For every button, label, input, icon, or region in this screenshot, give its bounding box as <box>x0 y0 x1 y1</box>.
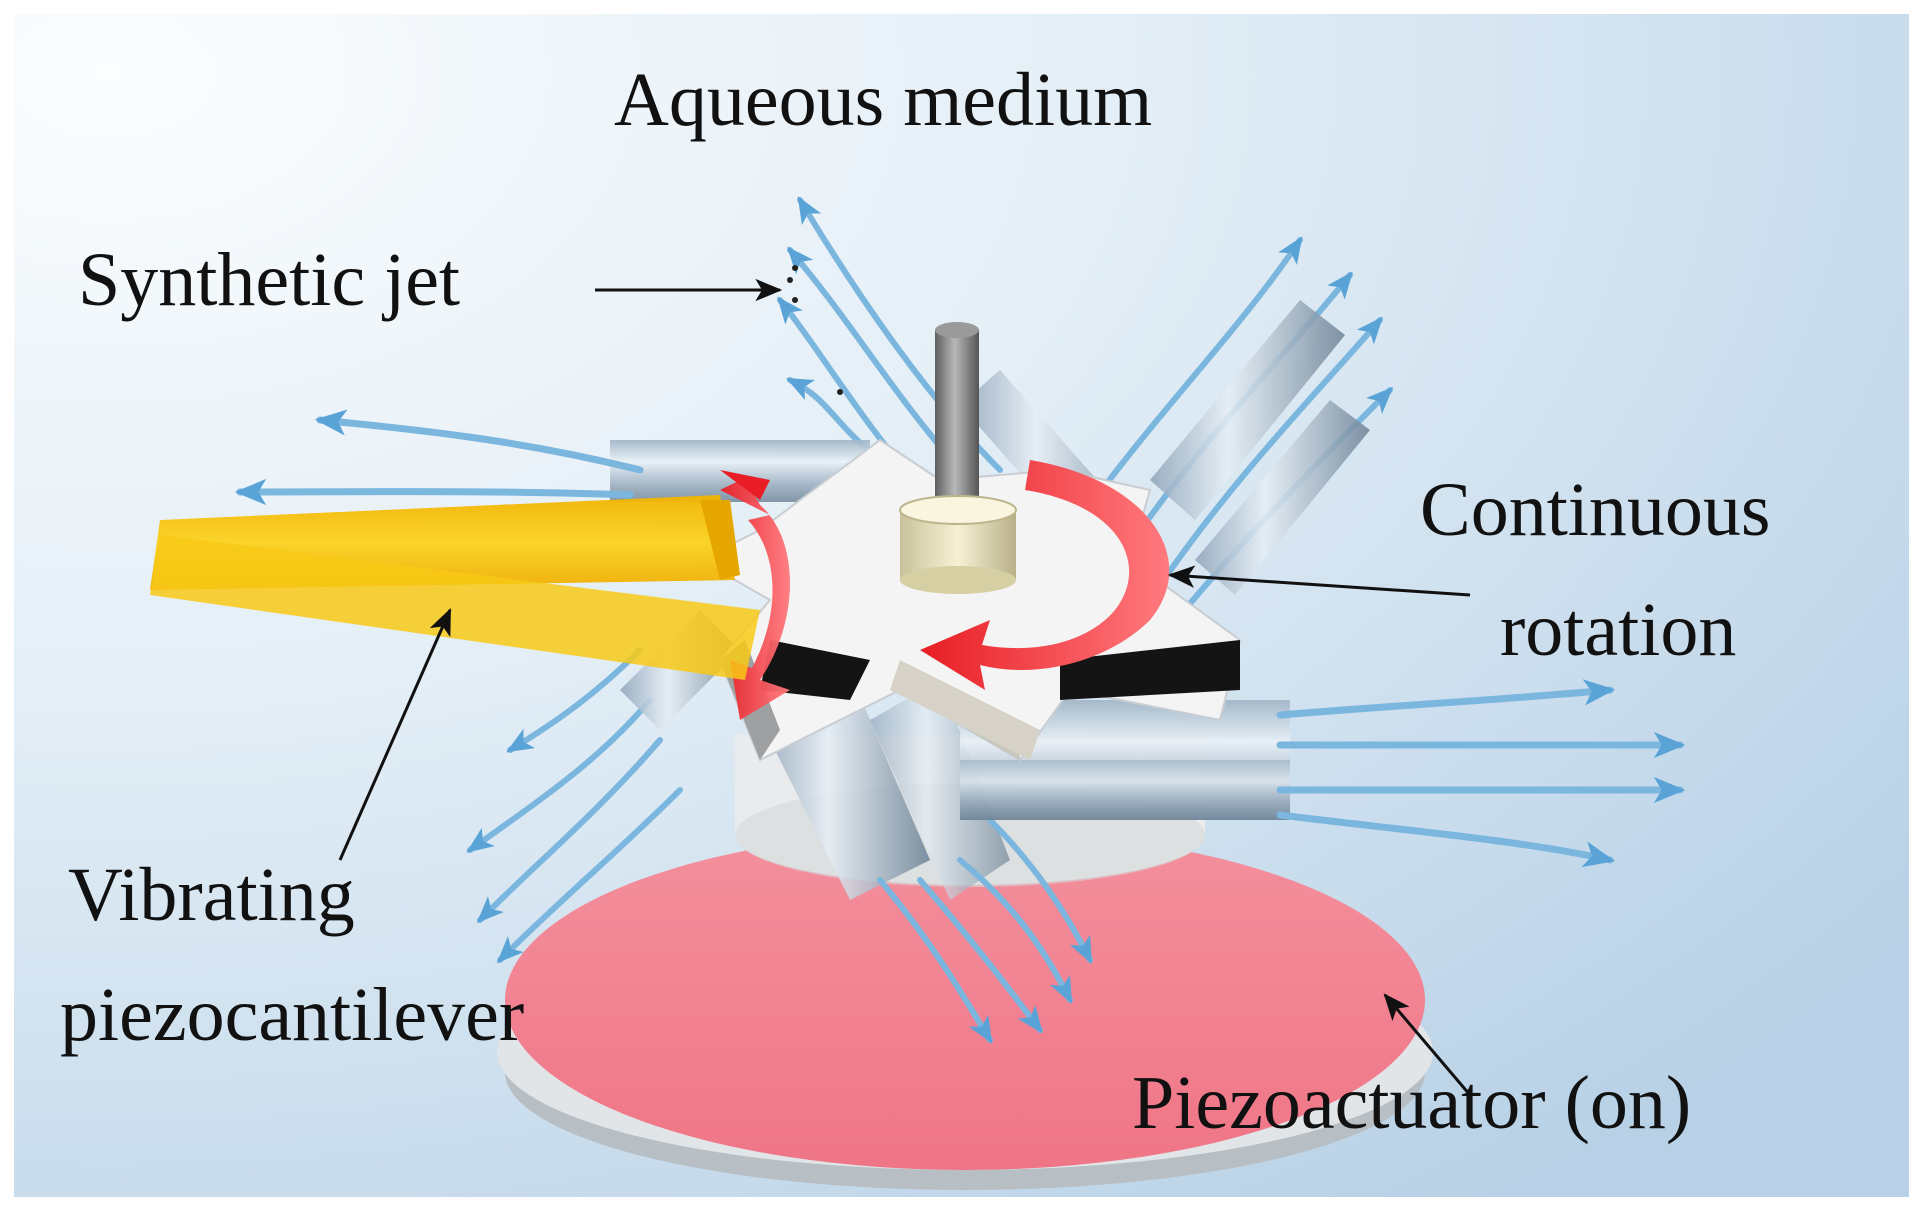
pointer-continuous-rotation <box>1167 565 1471 597</box>
jet-flows-right <box>1276 679 1686 868</box>
pointer-piezoactuator <box>1383 993 1472 1096</box>
label-synthetic-jet: Synthetic jet <box>78 238 460 322</box>
jet-flows-lower-left <box>466 647 683 964</box>
label-continuous-rotation-line2: rotation <box>1500 588 1736 672</box>
label-vibrating-line1: Vibrating <box>68 853 355 937</box>
piezocantilever <box>150 495 760 680</box>
label-piezoactuator: Piezoactuator (on) <box>1132 1061 1691 1145</box>
synthetic-jet-dots <box>787 265 843 395</box>
pointer-piezocantilever <box>338 607 452 861</box>
label-vibrating-line2: piezocantilever <box>60 973 524 1057</box>
jet-flows-left <box>234 409 644 506</box>
label-continuous-rotation-line1: Continuous <box>1420 468 1771 552</box>
rotation-arrow-left <box>720 470 790 720</box>
nozzle-tube-right <box>960 700 1290 820</box>
jet-flows-lower <box>877 817 1093 1044</box>
rotation-arrow-right <box>920 460 1170 690</box>
hub <box>899 495 1017 594</box>
pointer-arrows <box>338 278 1472 1096</box>
label-aqueous-medium: Aqueous medium <box>614 58 1152 142</box>
